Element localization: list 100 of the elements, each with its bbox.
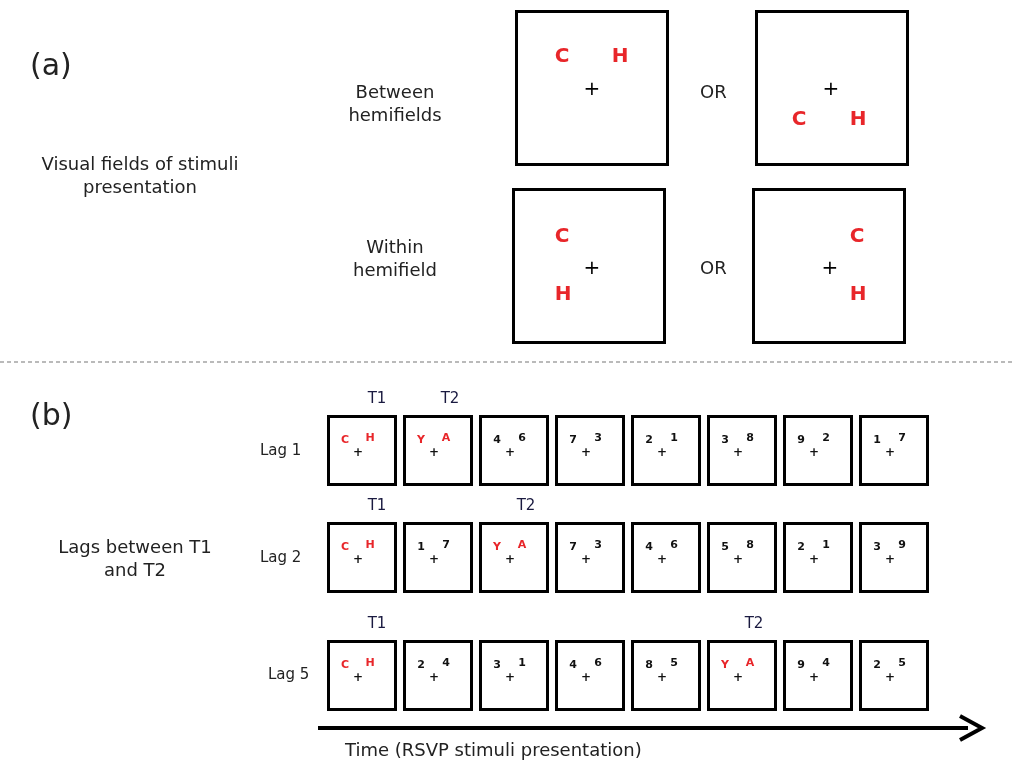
fixation-cross: + [656, 671, 668, 683]
fixation-cross: + [428, 446, 440, 458]
stimulus-frame [327, 640, 397, 711]
axis-label: Time (RSVP stimuli presentation) [345, 738, 642, 762]
stimulus-character: H [365, 538, 375, 550]
row-label: Lag 2 [260, 548, 302, 568]
fixation-cross: + [884, 671, 896, 683]
stimulus-character: C [340, 540, 350, 552]
stimulus-character: 2 [417, 658, 425, 670]
fixation-cross: + [656, 553, 668, 565]
time-point-label: T1 [367, 389, 387, 409]
stimulus-character: 9 [898, 538, 906, 550]
heading: Visual fields of stimuli presentation [40, 152, 240, 199]
fixation-cross: + [656, 446, 668, 458]
stimulus-character: Y [493, 540, 501, 552]
time-point-label: T2 [440, 389, 460, 409]
stimulus-character: 5 [670, 656, 678, 668]
stimulus-character: 4 [569, 658, 577, 670]
stimulus-character: 3 [493, 658, 501, 670]
fixation-cross: + [352, 553, 364, 565]
stimulus-character: 8 [746, 538, 754, 550]
stimulus-character: C [554, 225, 570, 245]
stimulus-character: A [441, 431, 451, 443]
fixation-cross: + [580, 671, 592, 683]
fixation-cross: + [822, 78, 840, 98]
stimulus-character: H [365, 656, 375, 668]
stimulus-character: 4 [493, 433, 501, 445]
stimulus-character: 7 [898, 431, 906, 443]
time-point-label: T2 [744, 614, 764, 634]
stimulus-character: H [849, 108, 867, 128]
stimulus-frame [707, 522, 777, 593]
time-point-label: T1 [367, 614, 387, 634]
section-label: (a) [30, 46, 72, 84]
fixation-cross: + [428, 553, 440, 565]
stimulus-frame [479, 415, 549, 486]
stimulus-character: 5 [721, 540, 729, 552]
stimulus-character: 1 [518, 656, 526, 668]
stimulus-character: 4 [645, 540, 653, 552]
stimulus-character: 6 [518, 431, 526, 443]
fixation-cross: + [580, 446, 592, 458]
stimulus-frame [783, 415, 853, 486]
stimulus-character: 1 [670, 431, 678, 443]
fixation-cross: + [352, 671, 364, 683]
stimulus-character: 2 [645, 433, 653, 445]
stimulus-character: 2 [797, 540, 805, 552]
stimulus-character: H [849, 283, 867, 303]
stimulus-character: 8 [645, 658, 653, 670]
stimulus-character: 1 [873, 433, 881, 445]
stimulus-character: 4 [442, 656, 450, 668]
stimulus-character: C [791, 108, 807, 128]
row-label: Lag 5 [268, 665, 310, 685]
stimulus-frame [707, 640, 777, 711]
stimulus-character: 3 [721, 433, 729, 445]
stimulus-frame [555, 415, 625, 486]
stimulus-character: 3 [594, 538, 602, 550]
stimulus-character: C [340, 433, 350, 445]
stimulus-character: H [554, 283, 572, 303]
stimulus-frame [859, 640, 929, 711]
fixation-cross: + [580, 553, 592, 565]
stimulus-character: 3 [873, 540, 881, 552]
stimulus-character: 2 [873, 658, 881, 670]
stimulus-frame [859, 415, 929, 486]
stimulus-frame [403, 640, 473, 711]
stimulus-character: 1 [822, 538, 830, 550]
fixation-cross: + [504, 553, 516, 565]
stimulus-frame [515, 10, 669, 166]
stimulus-frame [755, 10, 909, 166]
stimulus-frame [707, 415, 777, 486]
stimulus-character: 9 [797, 433, 805, 445]
connector-word: OR [700, 80, 727, 104]
stimulus-frame [479, 640, 549, 711]
fixation-cross: + [732, 446, 744, 458]
stimulus-frame [327, 522, 397, 593]
stimulus-character: 6 [670, 538, 678, 550]
stimulus-character: 7 [442, 538, 450, 550]
stimulus-frame [479, 522, 549, 593]
stimulus-frame [859, 522, 929, 593]
stimulus-character: 4 [822, 656, 830, 668]
row-label: Lag 1 [260, 441, 302, 461]
stimulus-frame [403, 415, 473, 486]
stimulus-character: 1 [417, 540, 425, 552]
fixation-cross: + [808, 446, 820, 458]
time-point-label: T2 [516, 496, 536, 516]
fixation-cross: + [884, 553, 896, 565]
fixation-cross: + [732, 553, 744, 565]
fixation-cross: + [808, 553, 820, 565]
fixation-cross: + [428, 671, 440, 683]
stimulus-frame [512, 188, 666, 344]
fixation-cross: + [352, 446, 364, 458]
stimulus-frame [783, 640, 853, 711]
stimulus-frame [555, 640, 625, 711]
stimulus-frame [327, 415, 397, 486]
fixation-cross: + [504, 446, 516, 458]
stimulus-character: C [849, 225, 865, 245]
stimulus-character: 6 [594, 656, 602, 668]
fixation-cross: + [732, 671, 744, 683]
stimulus-frame [783, 522, 853, 593]
condition-label: Within hemifield [352, 235, 438, 282]
stimulus-frame [403, 522, 473, 593]
fixation-cross: + [583, 257, 601, 277]
